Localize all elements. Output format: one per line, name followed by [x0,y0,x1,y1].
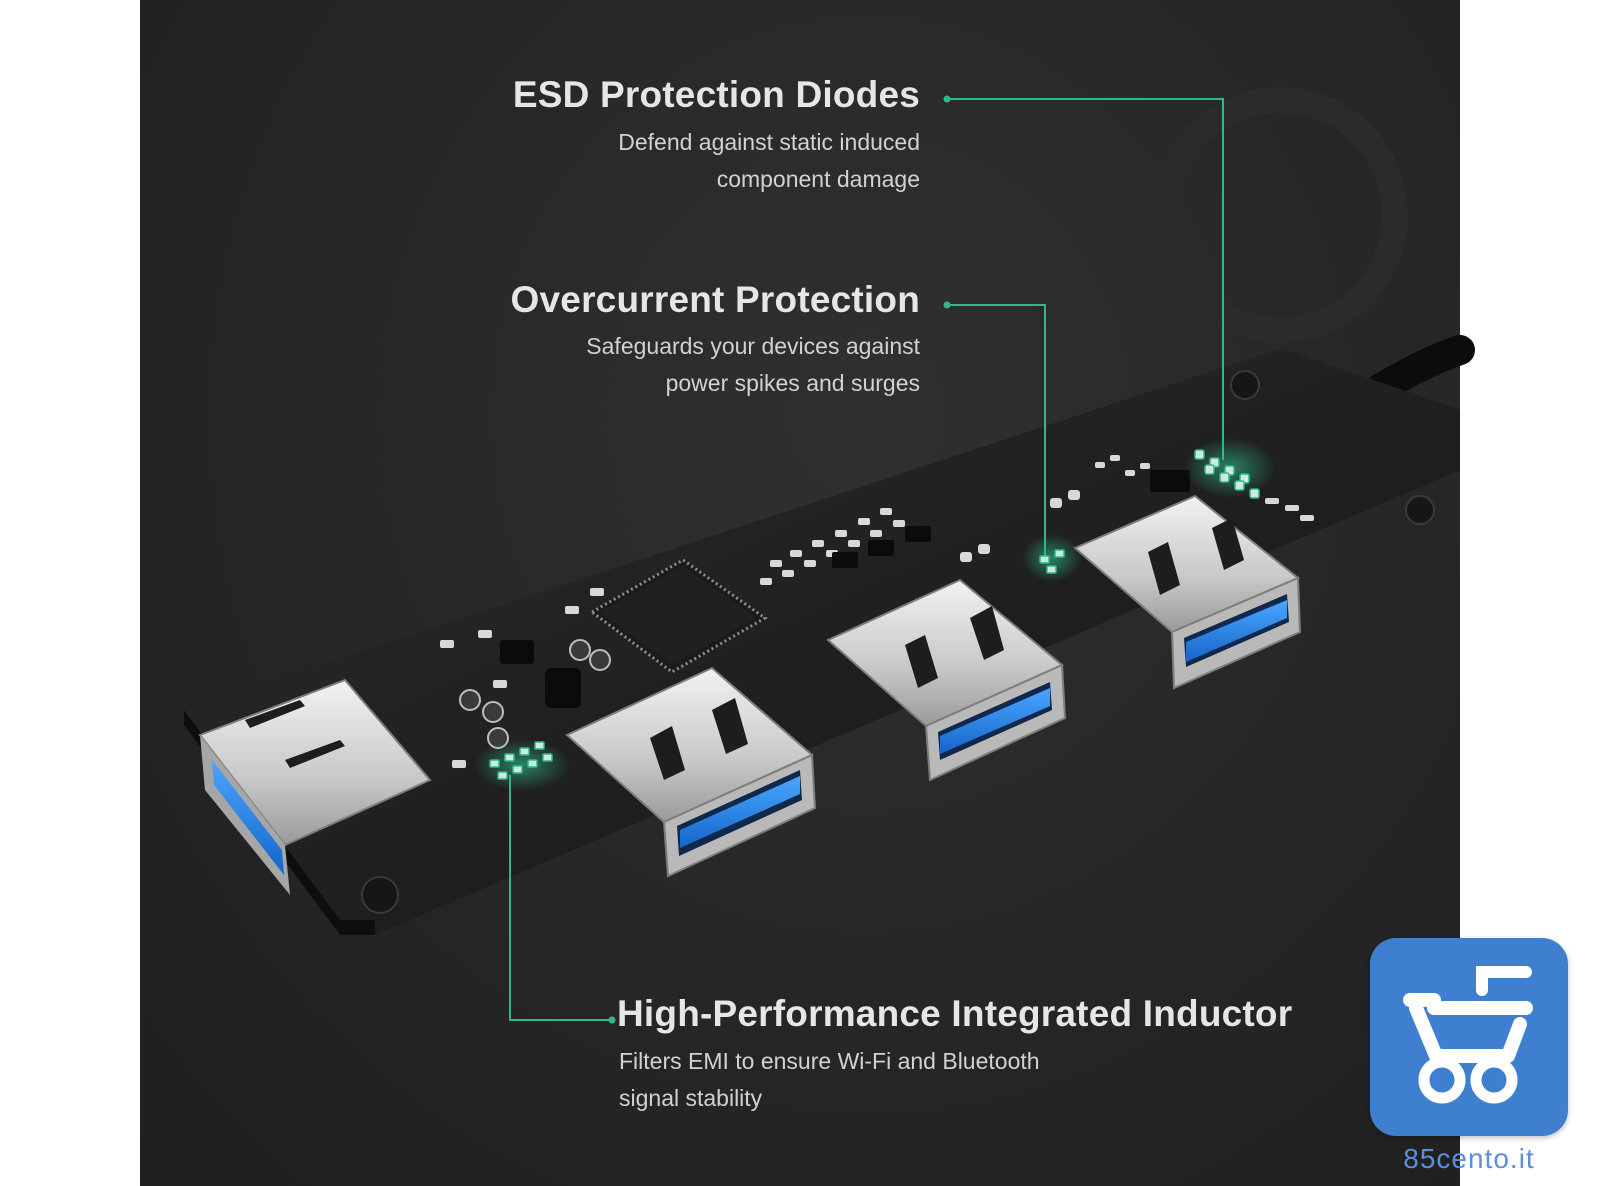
esd-feature-description: Defend against static induced component … [618,129,920,192]
callout-lines [509,98,1224,1021]
usb-port-2 [565,666,817,878]
controller-chip [589,558,768,674]
cart-5-logo-icon [1403,966,1533,1104]
usb-port-1 [198,678,432,895]
usb-port-4 [1073,494,1302,690]
overcurrent-feature-description: Safeguards your devices against power sp… [586,333,920,396]
highlight-glows [474,438,1276,791]
watermark-logo [1370,938,1568,1136]
background-decor-ring [1152,87,1408,343]
overcurrent-callout-line [947,304,1046,556]
overcurrent-feature-title: Overcurrent Protection [510,279,920,320]
inductor-callout-line [509,775,612,1021]
watermark-brand-text: 85cento.it [1403,1143,1535,1174]
capacitors [459,639,611,749]
inductor-feature-description: Filters EMI to ensure Wi-Fi and Bluetoot… [619,1048,1040,1111]
usb-port-3 [826,578,1067,782]
inductor-feature-title: High-Performance Integrated Inductor [617,993,1293,1034]
callout-dots [608,95,951,1024]
esd-feature-title: ESD Protection Diodes [512,74,920,115]
highlighted-components [489,449,1260,780]
esd-callout-line [947,98,1224,460]
dark-ics [500,470,1190,708]
